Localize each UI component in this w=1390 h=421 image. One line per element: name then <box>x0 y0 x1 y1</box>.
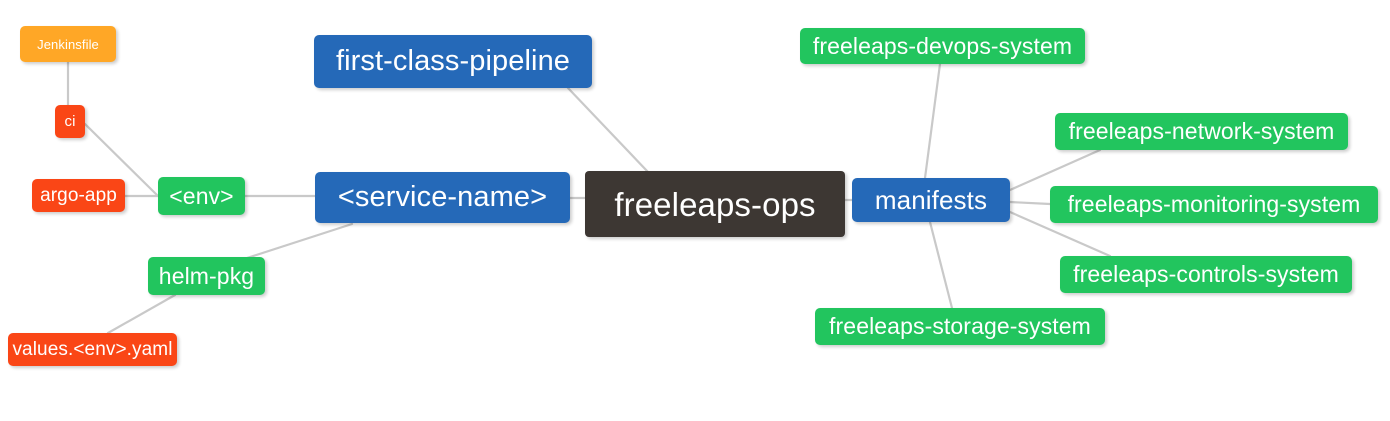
node-label: Jenkinsfile <box>37 36 99 52</box>
node-freeleaps-monitoring-system[interactable]: freeleaps-monitoring-system <box>1050 186 1378 223</box>
node-label: freeleaps-devops-system <box>812 32 1073 59</box>
node-label: manifests <box>874 185 988 215</box>
node-manifests[interactable]: manifests <box>852 178 1010 222</box>
node-freeleaps-devops-system[interactable]: freeleaps-devops-system <box>800 28 1085 64</box>
node-ci[interactable]: ci <box>55 105 85 138</box>
edge-manifests-devops <box>923 62 942 180</box>
edge-firstclasspipeline-root <box>566 86 650 174</box>
node-service-name[interactable]: <service-name> <box>315 172 570 223</box>
node-freeleaps-network-system[interactable]: freeleaps-network-system <box>1055 113 1348 150</box>
node-label: freeleaps-controls-system <box>1073 261 1339 287</box>
node-label: freeleaps-storage-system <box>829 313 1091 339</box>
node-label: freeleaps-monitoring-system <box>1067 191 1361 217</box>
node-freeleaps-ops[interactable]: freeleaps-ops <box>585 171 845 237</box>
node-freeleaps-storage-system[interactable]: freeleaps-storage-system <box>815 308 1105 345</box>
node-helm-pkg[interactable]: helm-pkg <box>148 257 265 295</box>
edge-manifests-monitoring <box>1008 200 1052 206</box>
edge-manifests-network <box>1008 148 1102 192</box>
node-label: <env> <box>169 182 234 209</box>
node-label: freeleaps-ops <box>614 185 816 223</box>
node-first-class-pipeline[interactable]: first-class-pipeline <box>314 35 592 88</box>
node-label: helm-pkg <box>158 262 255 289</box>
node-values-env-yaml[interactable]: values.<env>.yaml <box>8 333 177 366</box>
node-label: freeleaps-network-system <box>1068 118 1335 144</box>
edge-helmpkg-servicename <box>245 222 354 260</box>
edge-manifests-storage <box>928 220 954 310</box>
node-jenkinsfile[interactable]: Jenkinsfile <box>20 26 116 62</box>
node-label: argo-app <box>40 185 117 206</box>
node-argo-app[interactable]: argo-app <box>32 179 125 212</box>
node-freeleaps-controls-system[interactable]: freeleaps-controls-system <box>1060 256 1352 293</box>
node-label: ci <box>64 113 76 130</box>
node-env[interactable]: <env> <box>158 177 245 215</box>
edge-valuesyaml-helmpkg <box>106 293 177 335</box>
node-label: values.<env>.yaml <box>12 339 173 360</box>
node-label: <service-name> <box>337 181 548 213</box>
node-label: first-class-pipeline <box>335 45 571 77</box>
